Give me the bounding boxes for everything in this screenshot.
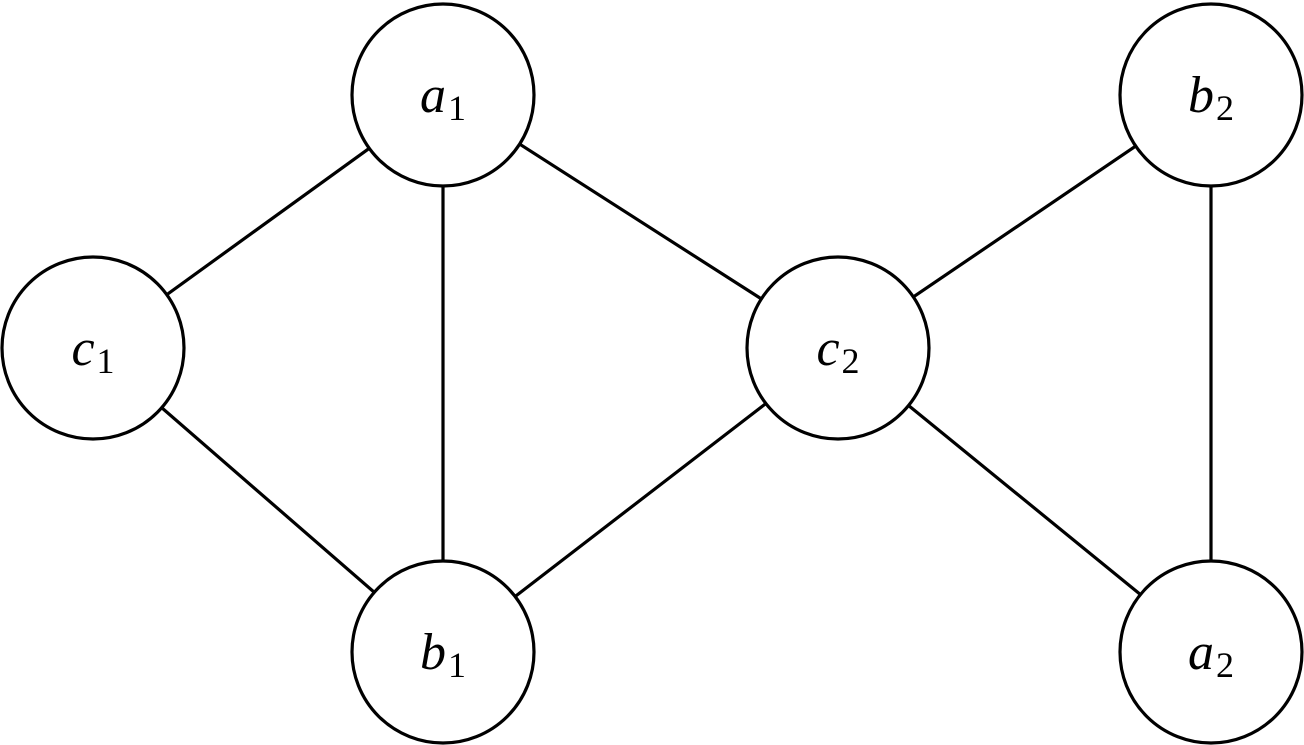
node-subscript-c2: 2 (842, 341, 860, 381)
node-subscript-a1: 1 (448, 88, 466, 128)
node-circle-c1 (0, 255, 186, 441)
node-subscript-a2: 2 (1216, 645, 1234, 685)
edges-layer (91, 93, 1213, 654)
node-b2: b2 (1118, 2, 1304, 188)
node-label-a2: a2 (1188, 624, 1234, 685)
node-label-a1: a1 (420, 67, 466, 128)
node-c1: c1 (0, 255, 186, 441)
node-label-b2: b2 (1188, 67, 1234, 128)
node-b1: b1 (350, 559, 536, 745)
node-circle-b1 (350, 559, 536, 745)
node-circle-a1 (350, 2, 536, 188)
node-label-b1: b1 (420, 624, 466, 685)
node-letter-c1: c (71, 320, 94, 377)
node-letter-a1: a (420, 67, 446, 124)
node-a2: a2 (1118, 559, 1304, 745)
node-letter-b2: b (1188, 67, 1214, 124)
node-c2: c2 (745, 255, 931, 441)
node-subscript-c1: 1 (97, 341, 115, 381)
node-circle-c2 (745, 255, 931, 441)
node-label-c2: c2 (816, 320, 859, 381)
node-letter-c2: c (816, 320, 839, 377)
node-circle-a2 (1118, 559, 1304, 745)
node-subscript-b2: 2 (1216, 88, 1234, 128)
node-letter-a2: a (1188, 624, 1214, 681)
node-label-c1: c1 (71, 320, 114, 381)
node-a1: a1 (350, 2, 536, 188)
node-circle-b2 (1118, 2, 1304, 188)
node-letter-b1: b (420, 624, 446, 681)
node-subscript-b1: 1 (448, 645, 466, 685)
